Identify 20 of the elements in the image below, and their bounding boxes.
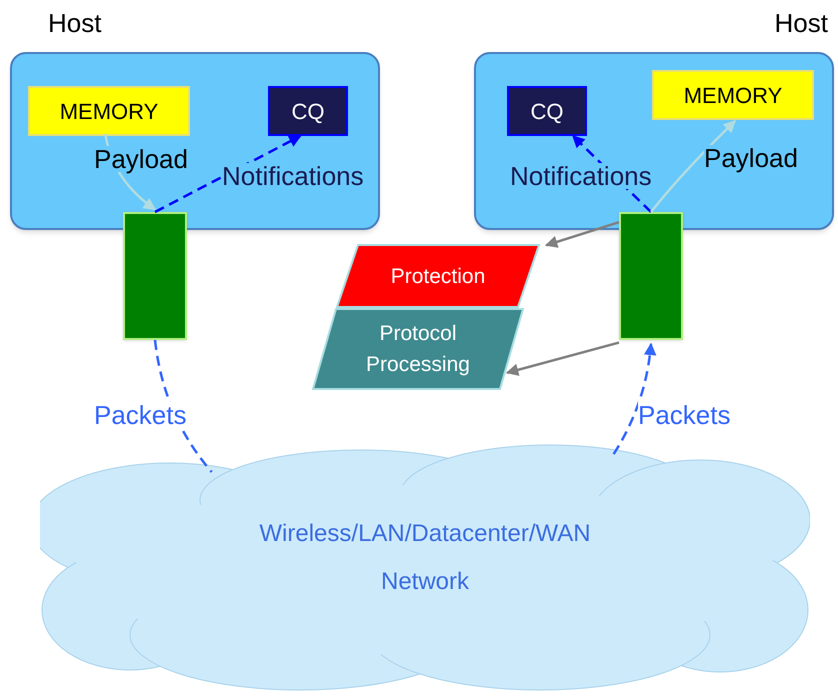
memory-box: MEMORY: [28, 86, 190, 136]
connector-arrow: [544, 221, 620, 248]
adapter-bar: [123, 212, 187, 340]
queue-box: CQ: [507, 86, 587, 136]
connector-arrow: [154, 134, 302, 214]
adapter-bar: [619, 212, 683, 340]
box-label: Protocol Processing: [365, 321, 471, 378]
edge-label: Packets: [94, 402, 186, 428]
queue-box: CQ: [268, 86, 348, 136]
connector-arrow: [506, 341, 620, 376]
parallelogram-box: [312, 308, 524, 390]
box-label: Protection: [390, 264, 486, 290]
connector-arrow: [650, 120, 736, 213]
edge-label: Payload: [94, 146, 188, 172]
parallelogram-box: [336, 244, 540, 308]
host-heading: Host: [774, 7, 828, 40]
memory-box: MEMORY: [652, 70, 814, 120]
edge-label: Payload: [704, 145, 798, 171]
host-heading: Host: [48, 7, 102, 40]
edge-label: Notifications: [510, 163, 652, 189]
